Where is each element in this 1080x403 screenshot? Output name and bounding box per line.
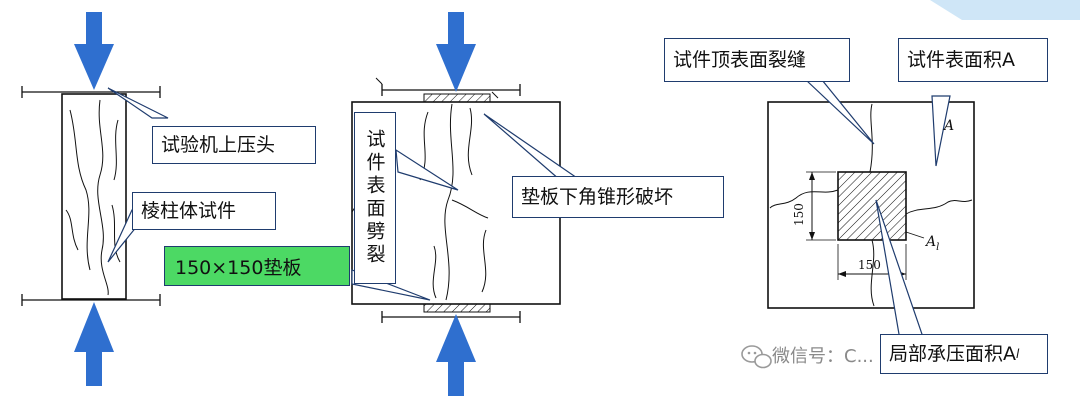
- loaded-area: [837, 171, 907, 241]
- cone-failure-callout: 垫板下角锥形破坏: [512, 176, 724, 218]
- plate-label: 150×150垫板: [175, 256, 302, 279]
- plate-callout: 150×150垫板: [164, 246, 350, 286]
- prism-figure: [21, 12, 169, 386]
- top-plate: [423, 93, 491, 103]
- bottom-plate: [423, 303, 491, 313]
- wechat-icon: [741, 345, 772, 369]
- surface-split-callout: 试件表面劈裂: [354, 112, 396, 284]
- surface-area-callout: 试件表面积A: [898, 38, 1048, 82]
- corner-accent: [930, 0, 1080, 20]
- prism-callout: 棱柱体试件: [132, 192, 276, 230]
- down-arrow-icon: [436, 12, 476, 92]
- top-crack-label: 试件顶表面裂缝: [673, 48, 807, 71]
- topview-figure: [767, 79, 975, 341]
- side-dimension: 150: [792, 203, 806, 226]
- press-head-callout: 试验机上压头: [152, 126, 316, 164]
- cone-failure-label: 垫板下角锥形破坏: [521, 185, 674, 208]
- down-arrow-icon: [74, 12, 114, 90]
- area-Al-letter: A: [926, 234, 937, 250]
- top-crack-callout: 试件顶表面裂缝: [664, 38, 850, 82]
- area-Al-mark: Al: [926, 234, 939, 253]
- bottom-dimension: 150: [858, 258, 881, 272]
- up-arrow-icon: [74, 302, 114, 386]
- local-area-sub: l: [1016, 347, 1020, 361]
- press-head-label: 试验机上压头: [161, 133, 276, 156]
- prism-label: 棱柱体试件: [141, 199, 237, 222]
- up-arrow-icon: [436, 314, 476, 396]
- watermark-text: 微信号：C...: [772, 346, 874, 367]
- local-area-label: 局部承压面积A: [889, 342, 1016, 365]
- watermark: 微信号：C...: [772, 342, 874, 368]
- area-Al-sub: l: [936, 241, 940, 253]
- prism-body: [61, 93, 127, 300]
- area-A-mark: A: [944, 118, 955, 134]
- surface-split-label: 试件表面劈裂: [363, 129, 386, 267]
- surface-area-label: 试件表面积A: [907, 48, 1015, 71]
